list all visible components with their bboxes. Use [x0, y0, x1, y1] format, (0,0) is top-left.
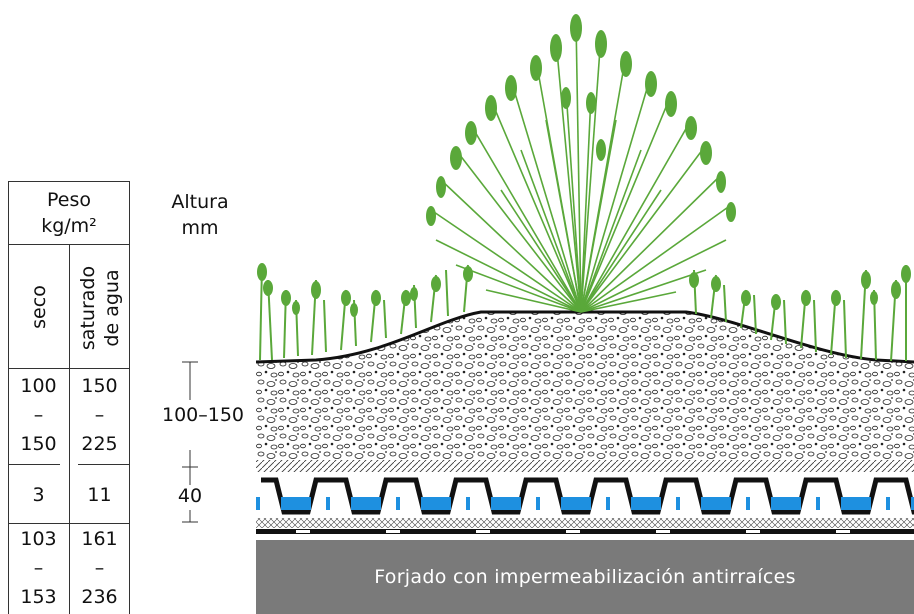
table-divider-row1b — [78, 464, 130, 465]
row3-wet: 161 – 236 — [69, 527, 130, 609]
groundcover-leaves-left — [257, 263, 473, 317]
substrate-surface-line — [256, 310, 914, 364]
row1-wet-min: 150 — [81, 375, 118, 397]
height-header-line1: Altura — [171, 191, 229, 213]
col-saturated-label: saturado de agua — [76, 228, 124, 388]
lavender-flowers — [426, 14, 736, 226]
height-row1: 100–150 — [158, 403, 248, 427]
drainage-layer — [256, 472, 914, 518]
weight-header-line1: Peso — [47, 189, 91, 211]
table-border-top — [8, 181, 130, 182]
table-border-left — [8, 181, 9, 614]
row1-wet-dash: – — [94, 404, 105, 426]
row1-dry: 100 – 150 — [8, 374, 69, 456]
concrete-slab — [256, 540, 914, 614]
row3-dry: 103 – 153 — [8, 527, 69, 609]
row1-wet: 150 – 225 — [69, 374, 130, 456]
row1-dry-min: 100 — [20, 375, 57, 397]
col-saturated-line1: saturado — [77, 265, 99, 351]
table-divider-row1a — [8, 464, 60, 465]
table-divider-row2 — [8, 523, 130, 524]
col-saturated-line2: de agua — [101, 269, 123, 347]
groundcover-plants-right — [693, 265, 907, 362]
table-border-right — [129, 181, 130, 614]
row3-wet-dash: – — [94, 557, 105, 579]
row1-dry-dash: – — [33, 404, 44, 426]
weight-header-line2: kg/m² — [41, 215, 97, 237]
groundcover-leaves-right — [689, 265, 911, 310]
waterproofing-membrane — [256, 529, 914, 534]
table-divider-columns — [69, 244, 70, 614]
row2-wet: 11 — [87, 484, 112, 506]
row1-wet-max: 225 — [81, 433, 118, 455]
row3-dry-max: 153 — [20, 586, 57, 608]
row2-dry: 3 — [32, 484, 45, 506]
protection-mat — [256, 518, 914, 528]
row1-dry-max: 150 — [20, 433, 57, 455]
height-dimension-lines — [182, 361, 198, 523]
lavender-shrub — [430, 19, 732, 313]
row3-wet-max: 236 — [81, 586, 118, 608]
row3-dry-dash: – — [33, 557, 44, 579]
filter-layer — [256, 460, 914, 472]
col-dry-label: seco — [28, 285, 50, 329]
row3-dry-min: 103 — [20, 528, 57, 550]
height-row2: 40 — [177, 485, 203, 507]
substrate-layer — [256, 312, 914, 460]
slab-label: Forjado con impermeabilización antirraíc… — [374, 566, 796, 588]
height-header-line2: mm — [181, 217, 219, 239]
roof-section-illustration — [256, 14, 914, 534]
table-divider-subheader — [8, 368, 130, 369]
row3-wet-min: 161 — [81, 528, 118, 550]
